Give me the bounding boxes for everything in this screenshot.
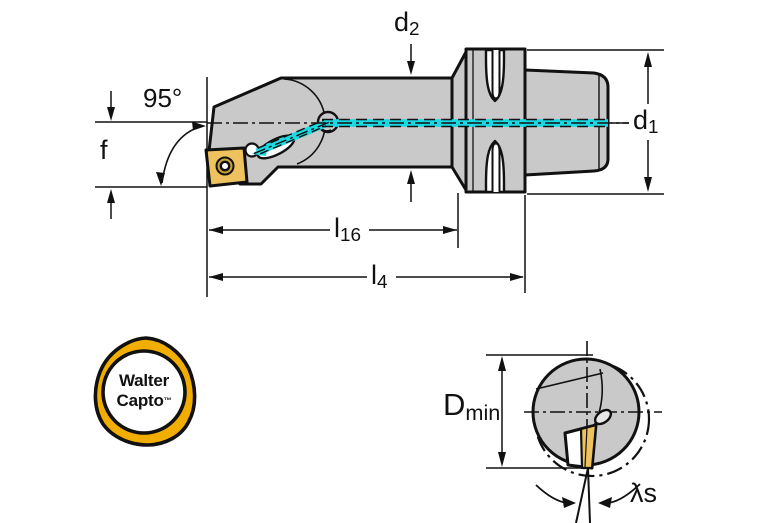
dim-label-l16: l16 <box>334 213 362 247</box>
flange-slot-top <box>484 48 506 103</box>
dim-label-l4: l4 <box>371 260 388 294</box>
coolant-channel <box>252 118 608 156</box>
logo-text: Walter Capto™ <box>116 371 172 411</box>
dimension-f <box>95 91 207 219</box>
dimension-angle-95 <box>156 121 206 186</box>
tool-holder-view <box>95 44 664 297</box>
bore-section-view <box>486 341 662 523</box>
dim-label-dmin: Dmin <box>443 387 501 425</box>
flange-slot-bottom <box>484 139 506 194</box>
dimension-d2 <box>407 44 415 202</box>
angle-label-95: 95° <box>143 83 183 113</box>
logo-inner-circle <box>101 349 187 435</box>
dimension-d1 <box>527 49 664 195</box>
dimension-dmin <box>486 354 593 469</box>
dim-label-d2: d2 <box>394 7 420 41</box>
dimension-l4 <box>209 195 526 293</box>
cutting-insert <box>204 146 249 188</box>
dim-label-d1: d1 <box>633 105 659 139</box>
walter-capto-logo <box>93 336 197 447</box>
dim-label-f: f <box>100 135 108 165</box>
angle-label-lambda: λs <box>630 478 657 508</box>
dimension-lambda <box>535 467 641 523</box>
dimension-l16 <box>209 193 459 248</box>
section-insert <box>563 408 613 470</box>
